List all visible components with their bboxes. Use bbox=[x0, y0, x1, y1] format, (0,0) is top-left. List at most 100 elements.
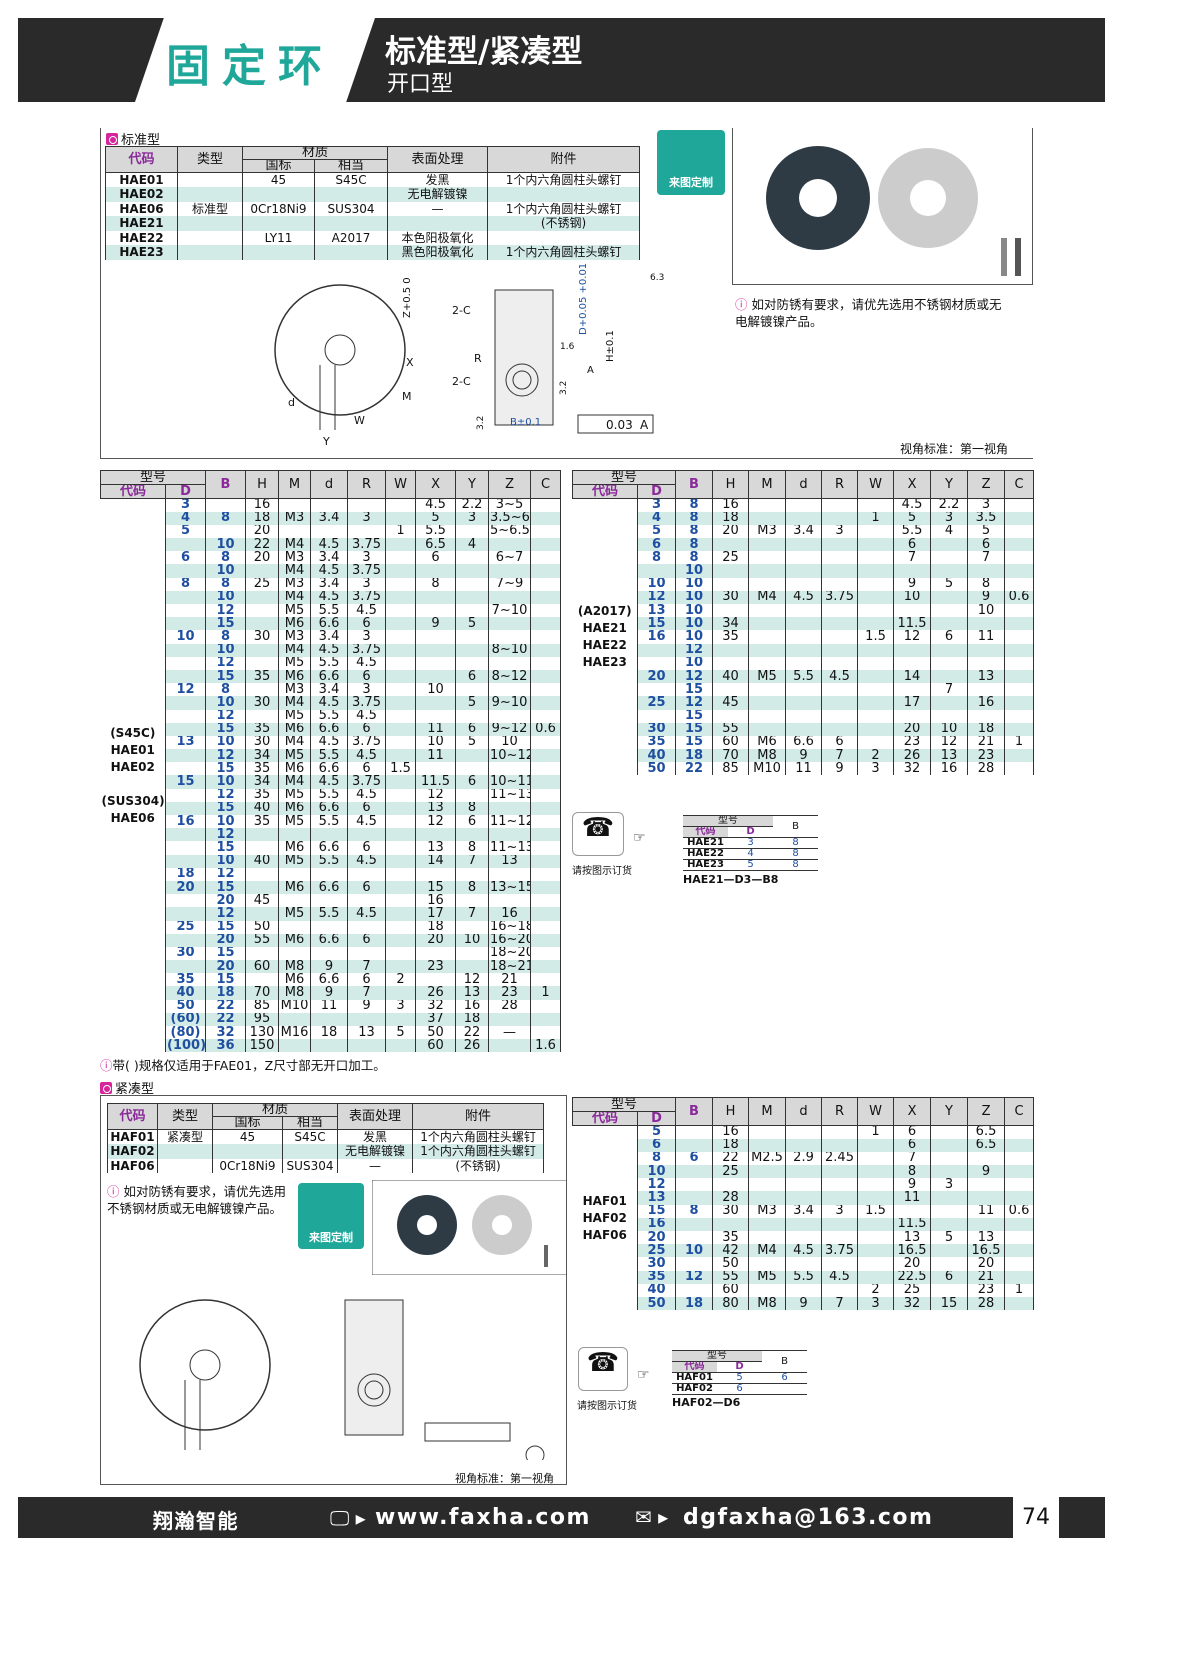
cell-M: M8 bbox=[748, 1296, 787, 1311]
cell-Y bbox=[930, 1244, 969, 1258]
header-B: B bbox=[205, 470, 247, 499]
cell-W: 1.5 bbox=[857, 630, 895, 644]
compact-collar-photo bbox=[372, 1180, 567, 1275]
page-subtitle: 标准型/紧凑型 bbox=[385, 34, 583, 70]
cell-W bbox=[385, 986, 417, 1000]
cell-d bbox=[785, 1178, 823, 1192]
spec-cell-type bbox=[177, 216, 243, 231]
cell-W bbox=[385, 564, 417, 578]
cell-D bbox=[164, 617, 207, 631]
cell-Z bbox=[967, 656, 1006, 670]
cell-C bbox=[1004, 524, 1035, 539]
cell-C bbox=[530, 999, 562, 1013]
cell-Z: 28 bbox=[967, 1296, 1006, 1311]
cell-Y: 7 bbox=[455, 854, 490, 868]
cell-W bbox=[385, 696, 417, 710]
cell-D bbox=[164, 749, 207, 763]
cell-C bbox=[530, 696, 562, 710]
cell-C bbox=[1004, 1191, 1035, 1205]
cell-W bbox=[857, 538, 895, 552]
spec-cell-surface: 无电解镀镍 bbox=[387, 187, 489, 202]
cell-M bbox=[748, 1191, 787, 1205]
spec-cell-type bbox=[177, 245, 243, 260]
cell-W bbox=[857, 564, 895, 578]
cell-C bbox=[1004, 669, 1035, 684]
cell-D: 4 bbox=[636, 511, 677, 525]
cell-R bbox=[821, 630, 859, 644]
cell-B: 12 bbox=[205, 709, 247, 723]
cell-Z bbox=[967, 1151, 1006, 1166]
cell-X: 22.5 bbox=[893, 1270, 932, 1284]
cell-Z bbox=[488, 828, 532, 842]
cell-Y: 8 bbox=[455, 880, 490, 895]
cell-D bbox=[164, 564, 207, 578]
cell-X: 13 bbox=[415, 841, 457, 855]
cell-d: 4.5 bbox=[310, 696, 349, 710]
cell-X: 16.5 bbox=[893, 1244, 932, 1258]
cell-W: 2 bbox=[385, 973, 417, 987]
cell-M bbox=[278, 867, 312, 881]
cell-B: 10 bbox=[675, 617, 714, 631]
spec-cell-type: 标准型 bbox=[177, 201, 243, 216]
cell-R bbox=[821, 617, 859, 631]
cell-C bbox=[530, 854, 562, 868]
cell-M: M5 bbox=[748, 1270, 787, 1284]
cell-d bbox=[310, 524, 349, 539]
header-code: 代码 bbox=[107, 1103, 158, 1130]
cell-Y: 8 bbox=[455, 841, 490, 855]
example-cell: 5 bbox=[717, 1372, 762, 1384]
cell-Z: 16 bbox=[967, 696, 1006, 710]
cell-B: 18 bbox=[205, 986, 247, 1000]
example-header-D: D bbox=[717, 1361, 762, 1373]
example-header-B: B bbox=[773, 815, 818, 838]
cell-H bbox=[712, 709, 750, 723]
cell-D: 10 bbox=[164, 630, 207, 644]
header-model: 型号 bbox=[571, 470, 677, 485]
cell-R: 7 bbox=[347, 986, 387, 1000]
cell-H: 25 bbox=[712, 1165, 750, 1179]
cell-C bbox=[1004, 762, 1035, 776]
cell-d: 9 bbox=[310, 986, 349, 1000]
cell-Z: 13 bbox=[967, 1231, 1006, 1245]
cell-W bbox=[857, 1165, 895, 1179]
cell-X: 20 bbox=[893, 1257, 932, 1271]
cell-H: 35 bbox=[712, 1231, 750, 1245]
compact-section-box bbox=[100, 1095, 567, 1485]
cell-C bbox=[1004, 749, 1035, 763]
cell-X: 4.5 bbox=[415, 498, 457, 512]
custom-drawing-button[interactable]: 来图定制 bbox=[657, 130, 725, 195]
cell-d: 6.6 bbox=[310, 801, 349, 815]
footer-email[interactable]: dgfaxha@163.com bbox=[683, 1505, 934, 1530]
cell-R: 4.5 bbox=[347, 815, 387, 829]
cell-D: 3 bbox=[636, 498, 677, 512]
cell-X bbox=[415, 656, 457, 670]
cell-W: 3 bbox=[857, 1296, 895, 1311]
cell-M: M4 bbox=[278, 538, 312, 552]
cell-M: M4 bbox=[278, 696, 312, 710]
cell-B: 15 bbox=[205, 722, 247, 736]
cell-B: 8 bbox=[675, 1204, 714, 1218]
cell-C bbox=[1004, 643, 1035, 657]
cell-D bbox=[164, 788, 207, 802]
cell-X: 11.5 bbox=[893, 1217, 932, 1231]
cell-d: 3.4 bbox=[310, 630, 349, 644]
footer-website[interactable]: www.faxha.com bbox=[375, 1505, 591, 1530]
section-bullet-icon bbox=[106, 132, 118, 145]
custom-drawing-button[interactable]: 来图定制 bbox=[298, 1183, 364, 1249]
spec-cell-equiv: S45C bbox=[313, 172, 389, 187]
cell-Z: 16~20 bbox=[488, 933, 532, 947]
cell-d bbox=[310, 946, 349, 961]
cell-X bbox=[415, 590, 457, 604]
cell-B: 12 bbox=[205, 749, 247, 763]
cell-H: 20 bbox=[245, 551, 280, 565]
cell-C bbox=[530, 973, 562, 987]
cell-C bbox=[1004, 722, 1035, 736]
